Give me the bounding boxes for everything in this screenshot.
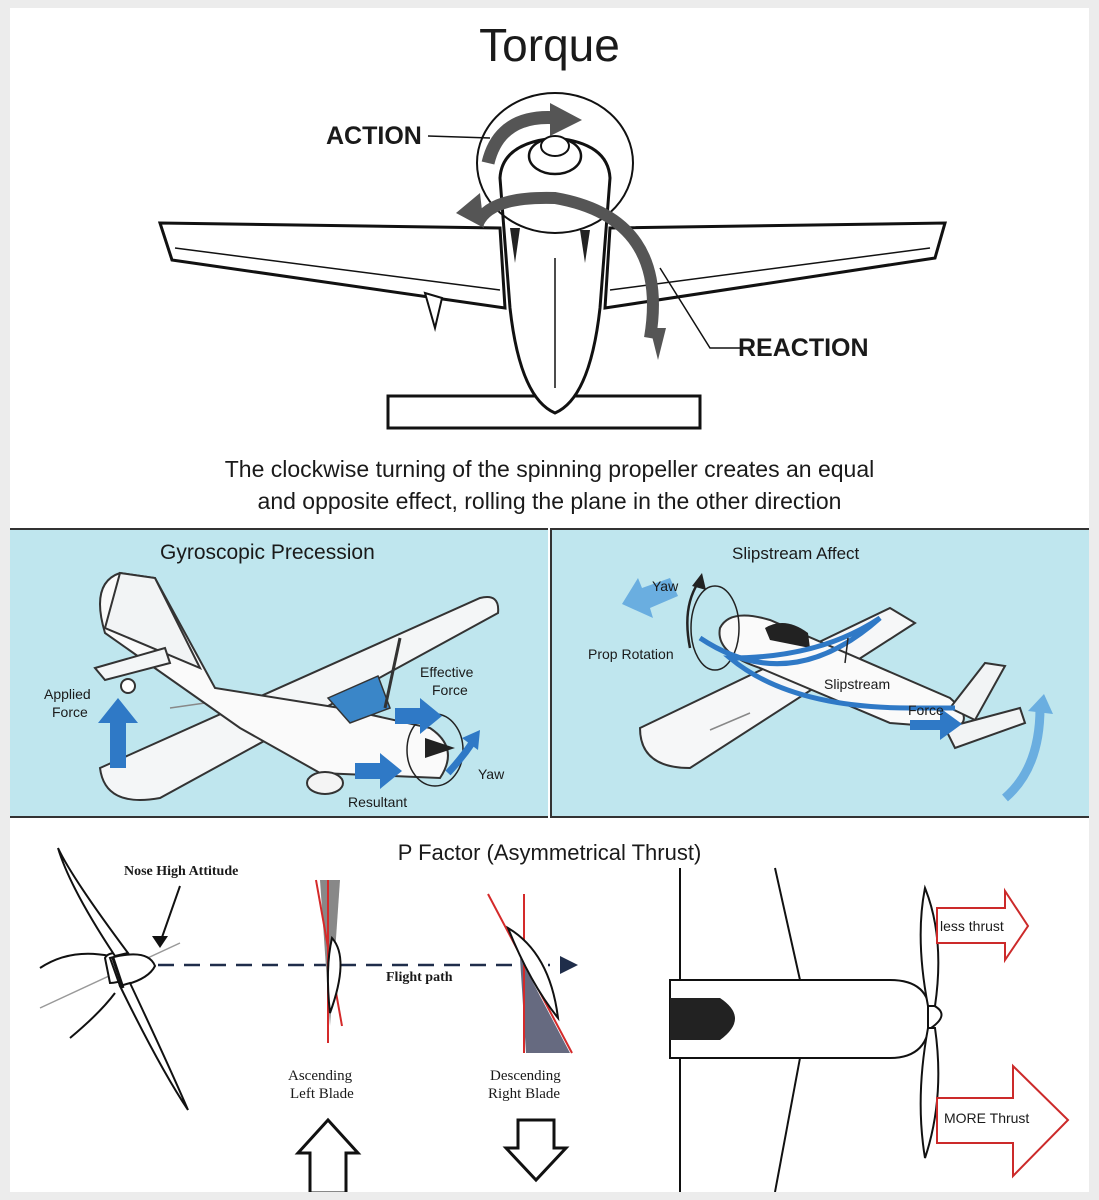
- resultant-label: Resultant: [348, 794, 408, 810]
- prop-rotation-label: Prop Rotation: [588, 646, 674, 662]
- nose-high-label: Nose High Attitude: [124, 864, 239, 879]
- more-thrust-label: MORE Thrust: [944, 1110, 1030, 1126]
- torque-airplane-illustration: [157, 92, 947, 430]
- gyroscopic-airplane-illustration: [93, 571, 500, 801]
- torque-caption-line-1: The clockwise turning of the spinning pr…: [224, 456, 875, 482]
- propeller-disk: [476, 92, 634, 234]
- applied-force-label-line-2: Force: [52, 704, 88, 720]
- less-thrust-arrow: [936, 887, 1030, 964]
- resultant-arrow: [355, 753, 402, 789]
- gyro-yaw-arrow: [445, 741, 475, 776]
- less-thrust-label: less thrust: [940, 918, 1004, 934]
- reaction-arrow: [472, 191, 659, 339]
- right-wing: [603, 221, 947, 310]
- torque-title: Torque: [479, 19, 620, 71]
- p-factor-illustration: [39, 847, 1070, 1192]
- ascending-label-line-1: Ascending: [288, 1068, 353, 1084]
- diagram-sheet: Torque ACTION REACTION The clockwise tur: [10, 8, 1089, 1192]
- action-label: ACTION: [326, 122, 422, 150]
- reaction-label: REACTION: [738, 334, 869, 362]
- horizontal-stabilizer: [386, 394, 702, 430]
- slipstream-title: Slipstream Affect: [732, 544, 860, 563]
- torque-caption-line-2: and opposite effect, rolling the plane i…: [257, 488, 842, 514]
- effective-force-label-line-1: Effective: [420, 664, 474, 680]
- applied-force-arrow: [98, 698, 138, 768]
- slipstream-yaw-label: Yaw: [652, 578, 679, 594]
- more-thrust-arrow: [936, 1063, 1070, 1179]
- p-factor-title: P Factor (Asymmetrical Thrust): [397, 840, 702, 865]
- left-prop-blade-bottom: [118, 981, 189, 1111]
- descending-label-line-1: Descending: [490, 1068, 561, 1084]
- ascending-label-line-2: Left Blade: [290, 1086, 354, 1102]
- top-view-prop-top: [919, 884, 940, 1007]
- slipstream-spiral: [698, 615, 955, 711]
- left-prop-blade-top: [57, 847, 130, 958]
- descending-label-line-2: Right Blade: [488, 1086, 561, 1102]
- slipstream-label: Slipstream: [824, 676, 891, 692]
- slipstream-force-arrow: [910, 708, 962, 740]
- gyroscopic-yaw-label: Yaw: [478, 766, 505, 782]
- effective-force-arrow: [395, 698, 442, 734]
- slipstream-force-label: Force: [908, 702, 944, 718]
- effective-force-label-line-2: Force: [432, 682, 468, 698]
- slipstream-yaw-arrow: [622, 578, 678, 618]
- applied-force-label-line-1: Applied: [44, 686, 91, 702]
- gyroscopic-title: Gyroscopic Precession: [160, 541, 375, 564]
- top-view-prop-bottom: [919, 1027, 940, 1159]
- action-arrow: [481, 111, 559, 165]
- descending-down-arrow: [502, 1118, 570, 1183]
- slipstream-airplane-illustration: [622, 573, 1053, 802]
- flight-path-label: Flight path: [386, 970, 453, 985]
- ascending-up-arrow: [294, 1117, 362, 1192]
- left-wing: [157, 221, 507, 310]
